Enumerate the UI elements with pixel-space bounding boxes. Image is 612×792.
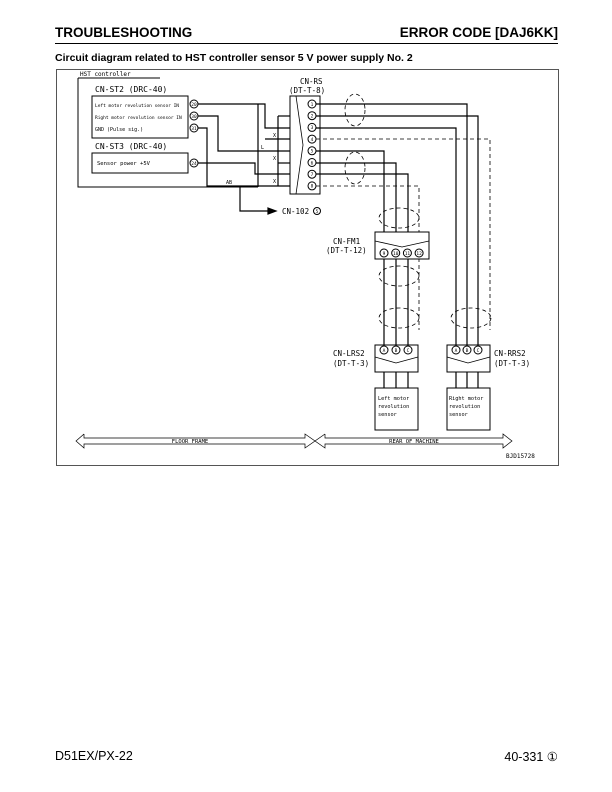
- left-motor-sensor-box: [374, 387, 419, 431]
- cn-rs-box: [289, 95, 321, 195]
- diagram-caption: Circuit diagram related to HST controlle…: [55, 52, 413, 64]
- cn-fm1-label: CN-FM1: [333, 237, 360, 246]
- pin-label: 9: [383, 251, 386, 257]
- wire-mark: AB: [226, 180, 232, 186]
- cn-fm1-pins: 9 10 11 12: [379, 248, 424, 258]
- left-sensor-label: Left motor: [378, 396, 409, 402]
- right-sensor-label: sensor: [449, 412, 468, 418]
- cn-rs-label: CN-RS: [300, 77, 323, 86]
- cn-rrs2-type: (DT-T-3): [494, 359, 530, 368]
- cn-102-pin: 5: [316, 209, 319, 215]
- cn-102-label: CN-102: [282, 207, 309, 216]
- pin-circle: [379, 248, 389, 258]
- cn-lrs2-label: CN-LRS2: [333, 349, 365, 358]
- pin-label: 4: [311, 137, 314, 143]
- pin-circle: [402, 248, 412, 258]
- pin-label: 1: [311, 102, 314, 108]
- pin-label: B: [466, 348, 469, 354]
- pin-label: 12: [416, 251, 422, 257]
- model-number: D51EX/PX-22: [55, 749, 133, 763]
- error-code-title: ERROR CODE [DAJ6KK]: [399, 25, 558, 40]
- wire-mark: X: [273, 179, 276, 185]
- svg-text:20: 20: [191, 102, 197, 108]
- wires-harness: [316, 103, 479, 388]
- left-sensor-label: sensor: [378, 412, 397, 418]
- section-title: TROUBLESHOOTING: [55, 25, 193, 40]
- svg-text:31: 31: [191, 126, 197, 132]
- controller-box: [77, 78, 258, 188]
- pin-label: 3: [311, 125, 314, 131]
- st2-row-label: GND (Pulse sig.): [95, 127, 143, 133]
- wires-controller-side: [198, 103, 290, 215]
- st3-pin: 24: [191, 161, 197, 167]
- pin-label: 8: [311, 184, 314, 190]
- floor-frame-label: FLOOR FRAME: [172, 439, 208, 445]
- cn-rrs2-pins: A B C: [451, 345, 483, 355]
- pin-circle: [391, 345, 401, 355]
- cn-rs-pins: 1 2 3 4 5 6 7 8: [307, 99, 317, 191]
- left-sensor-label: revolution: [378, 404, 409, 410]
- shield-wires: [316, 93, 492, 330]
- pin-circle: [462, 345, 472, 355]
- pin-label: C: [407, 348, 410, 354]
- right-sensor-label: revolution: [449, 404, 480, 410]
- cn-st2-label: CN-ST2 (DRC-40): [95, 85, 167, 94]
- st2-pins: 20 30 31: [189, 99, 199, 133]
- st2-row-label: Left motor revolution sensor IN: [95, 103, 179, 109]
- wire-mark: L: [261, 145, 264, 151]
- page-number: 40-331 ①: [504, 750, 558, 764]
- pin-circle: [391, 248, 401, 258]
- wire-mark: X: [273, 133, 276, 139]
- st2-row-label: Right motor revolution sensor IN: [95, 115, 182, 121]
- pin-circle: [473, 345, 483, 355]
- st3-row-label: Sensor power +5V: [97, 161, 151, 167]
- pin-label: 10: [393, 251, 399, 257]
- pin-label: B: [395, 348, 398, 354]
- wire-mark: X: [273, 156, 276, 162]
- pin-label: 11: [405, 251, 411, 257]
- cn-st3-box: [91, 152, 189, 174]
- cn-st3-label: CN-ST3 (DRC-40): [95, 142, 167, 151]
- cn-st2-box: [91, 95, 189, 139]
- pin-circle: [414, 248, 424, 258]
- svg-text:30: 30: [191, 114, 197, 120]
- pin-label: 2: [311, 114, 314, 120]
- pin-label: 6: [311, 160, 314, 166]
- right-sensor-label: Right motor: [449, 396, 483, 402]
- right-motor-sensor-box: [446, 387, 491, 431]
- cn-rrs2-label: CN-RRS2: [494, 349, 526, 358]
- pin-label: C: [477, 348, 480, 354]
- pin-label: A: [455, 348, 458, 354]
- pin-circle: [379, 345, 389, 355]
- range-arrows: [75, 433, 513, 449]
- cn-fm1-type: (DT-T-12): [326, 246, 367, 255]
- header-rule: [55, 43, 558, 44]
- cn-lrs2-pins: A B C: [379, 345, 413, 355]
- pin-label: 5: [311, 149, 314, 155]
- pin-circle: [403, 345, 413, 355]
- rear-of-machine-label: REAR OF MACHINE: [389, 439, 439, 445]
- cn-lrs2-type: (DT-T-3): [333, 359, 369, 368]
- figure-id: BJD15728: [506, 453, 535, 460]
- cn-rs-type: (DT-T-8): [289, 86, 325, 95]
- circuit-diagram-frame: [56, 69, 559, 466]
- pin-label: 7: [311, 172, 314, 178]
- pin-circle: [451, 345, 461, 355]
- controller-label: HST controller: [80, 71, 131, 78]
- pin-label: A: [383, 348, 386, 354]
